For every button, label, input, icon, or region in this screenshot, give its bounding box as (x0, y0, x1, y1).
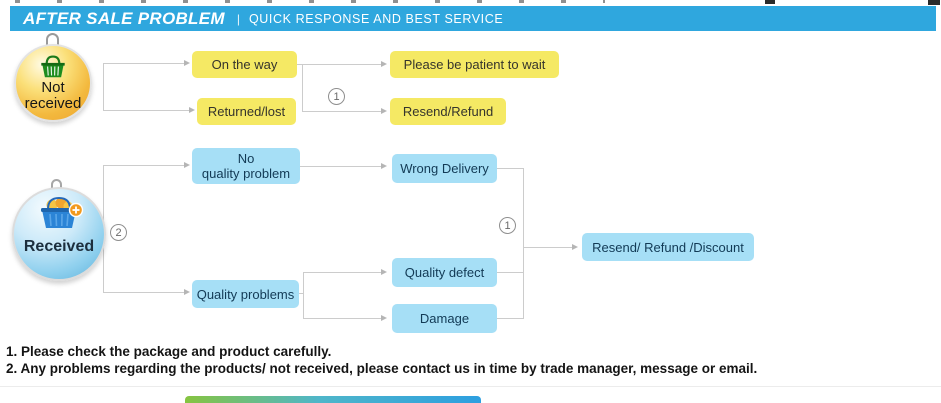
received-node: Received (12, 187, 106, 281)
flow-line (299, 293, 304, 294)
flow-line (300, 166, 381, 167)
received-label: Received (23, 238, 95, 255)
step-marker-digit: 1 (333, 90, 340, 103)
arrowhead-icon (381, 163, 387, 169)
arrowhead-icon (184, 60, 190, 66)
flow-line (497, 318, 523, 319)
flow-line (303, 272, 381, 273)
flow-line (303, 272, 304, 319)
arrowhead-icon (184, 289, 190, 295)
flow-line (103, 292, 184, 293)
green-shopping-basket-icon (41, 55, 65, 78)
not-received-label-line2: received (24, 95, 82, 112)
banner-separator: | (236, 11, 240, 26)
node-damage: Damage (392, 304, 497, 333)
cropped-bottom-bar (185, 396, 481, 403)
node-please-be-patient: Please be patient to wait (390, 51, 559, 78)
basket-clasp-icon (51, 179, 62, 189)
node-label: Quality problems (196, 286, 295, 302)
node-label-line2: quality problem (201, 166, 291, 181)
flow-line (497, 272, 523, 273)
arrowhead-icon (381, 61, 387, 67)
flow-line (103, 63, 184, 64)
arrowhead-icon (572, 244, 578, 250)
blue-shopping-basket-icon (41, 196, 84, 228)
step-marker-digit: 2 (115, 226, 122, 239)
footnote-1: 1. Please check the package and product … (6, 344, 332, 359)
arrowhead-icon (381, 108, 387, 114)
step-marker-1: 1 (328, 88, 345, 105)
node-label: Quality defect (404, 265, 485, 280)
flow-line (302, 111, 381, 112)
flow-line (302, 64, 303, 112)
step-marker-digit: 1 (504, 219, 511, 232)
flow-line (297, 64, 381, 65)
footnote-2: 2. Any problems regarding the products/ … (6, 361, 758, 376)
flow-line (303, 318, 381, 319)
flow-line (523, 247, 572, 248)
node-returned-lost: Returned/lost (197, 98, 296, 125)
cropped-text-artifact (765, 0, 775, 4)
node-no-quality-problem: No quality problem (192, 148, 300, 184)
node-on-the-way: On the way (192, 51, 297, 78)
node-label: Resend/ Refund /Discount (592, 239, 744, 255)
node-quality-problems: Quality problems (192, 280, 299, 308)
banner: AFTER SALE PROBLEM | QUICK RESPONSE AND … (10, 6, 936, 31)
node-resend-refund: Resend/Refund (390, 98, 506, 125)
flow-line (523, 168, 524, 319)
arrowhead-icon (381, 315, 387, 321)
banner-title: AFTER SALE PROBLEM (23, 8, 225, 28)
node-label: Returned/lost (207, 104, 286, 119)
banner-subtitle: QUICK RESPONSE AND BEST SERVICE (248, 11, 504, 26)
arrowhead-icon (184, 162, 190, 168)
not-received-label: Not received (25, 80, 82, 112)
not-received-node: Not received (14, 44, 92, 122)
basket-clasp-icon (46, 33, 59, 45)
node-label-line1: No (237, 151, 255, 166)
node-wrong-delivery: Wrong Delivery (392, 154, 497, 183)
not-received-label-line1: Not (41, 79, 65, 96)
step-marker-1-final: 1 (499, 217, 516, 234)
flow-line (497, 168, 523, 169)
node-label: On the way (211, 57, 278, 72)
cropped-text-artifact (15, 0, 605, 3)
flow-line (103, 165, 184, 166)
flow-line (103, 63, 104, 111)
node-label: Damage (419, 311, 470, 326)
arrowhead-icon (381, 269, 387, 275)
flow-line (103, 110, 189, 111)
node-resend-refund-discount: Resend/ Refund /Discount (582, 233, 754, 261)
divider (0, 386, 941, 387)
node-quality-defect: Quality defect (392, 258, 497, 287)
node-label: Wrong Delivery (400, 161, 489, 176)
node-label: Please be patient to wait (403, 57, 546, 72)
step-marker-2: 2 (110, 224, 127, 241)
node-label: Resend/Refund (402, 104, 494, 119)
arrowhead-icon (189, 107, 195, 113)
cropped-text-artifact (928, 0, 940, 5)
